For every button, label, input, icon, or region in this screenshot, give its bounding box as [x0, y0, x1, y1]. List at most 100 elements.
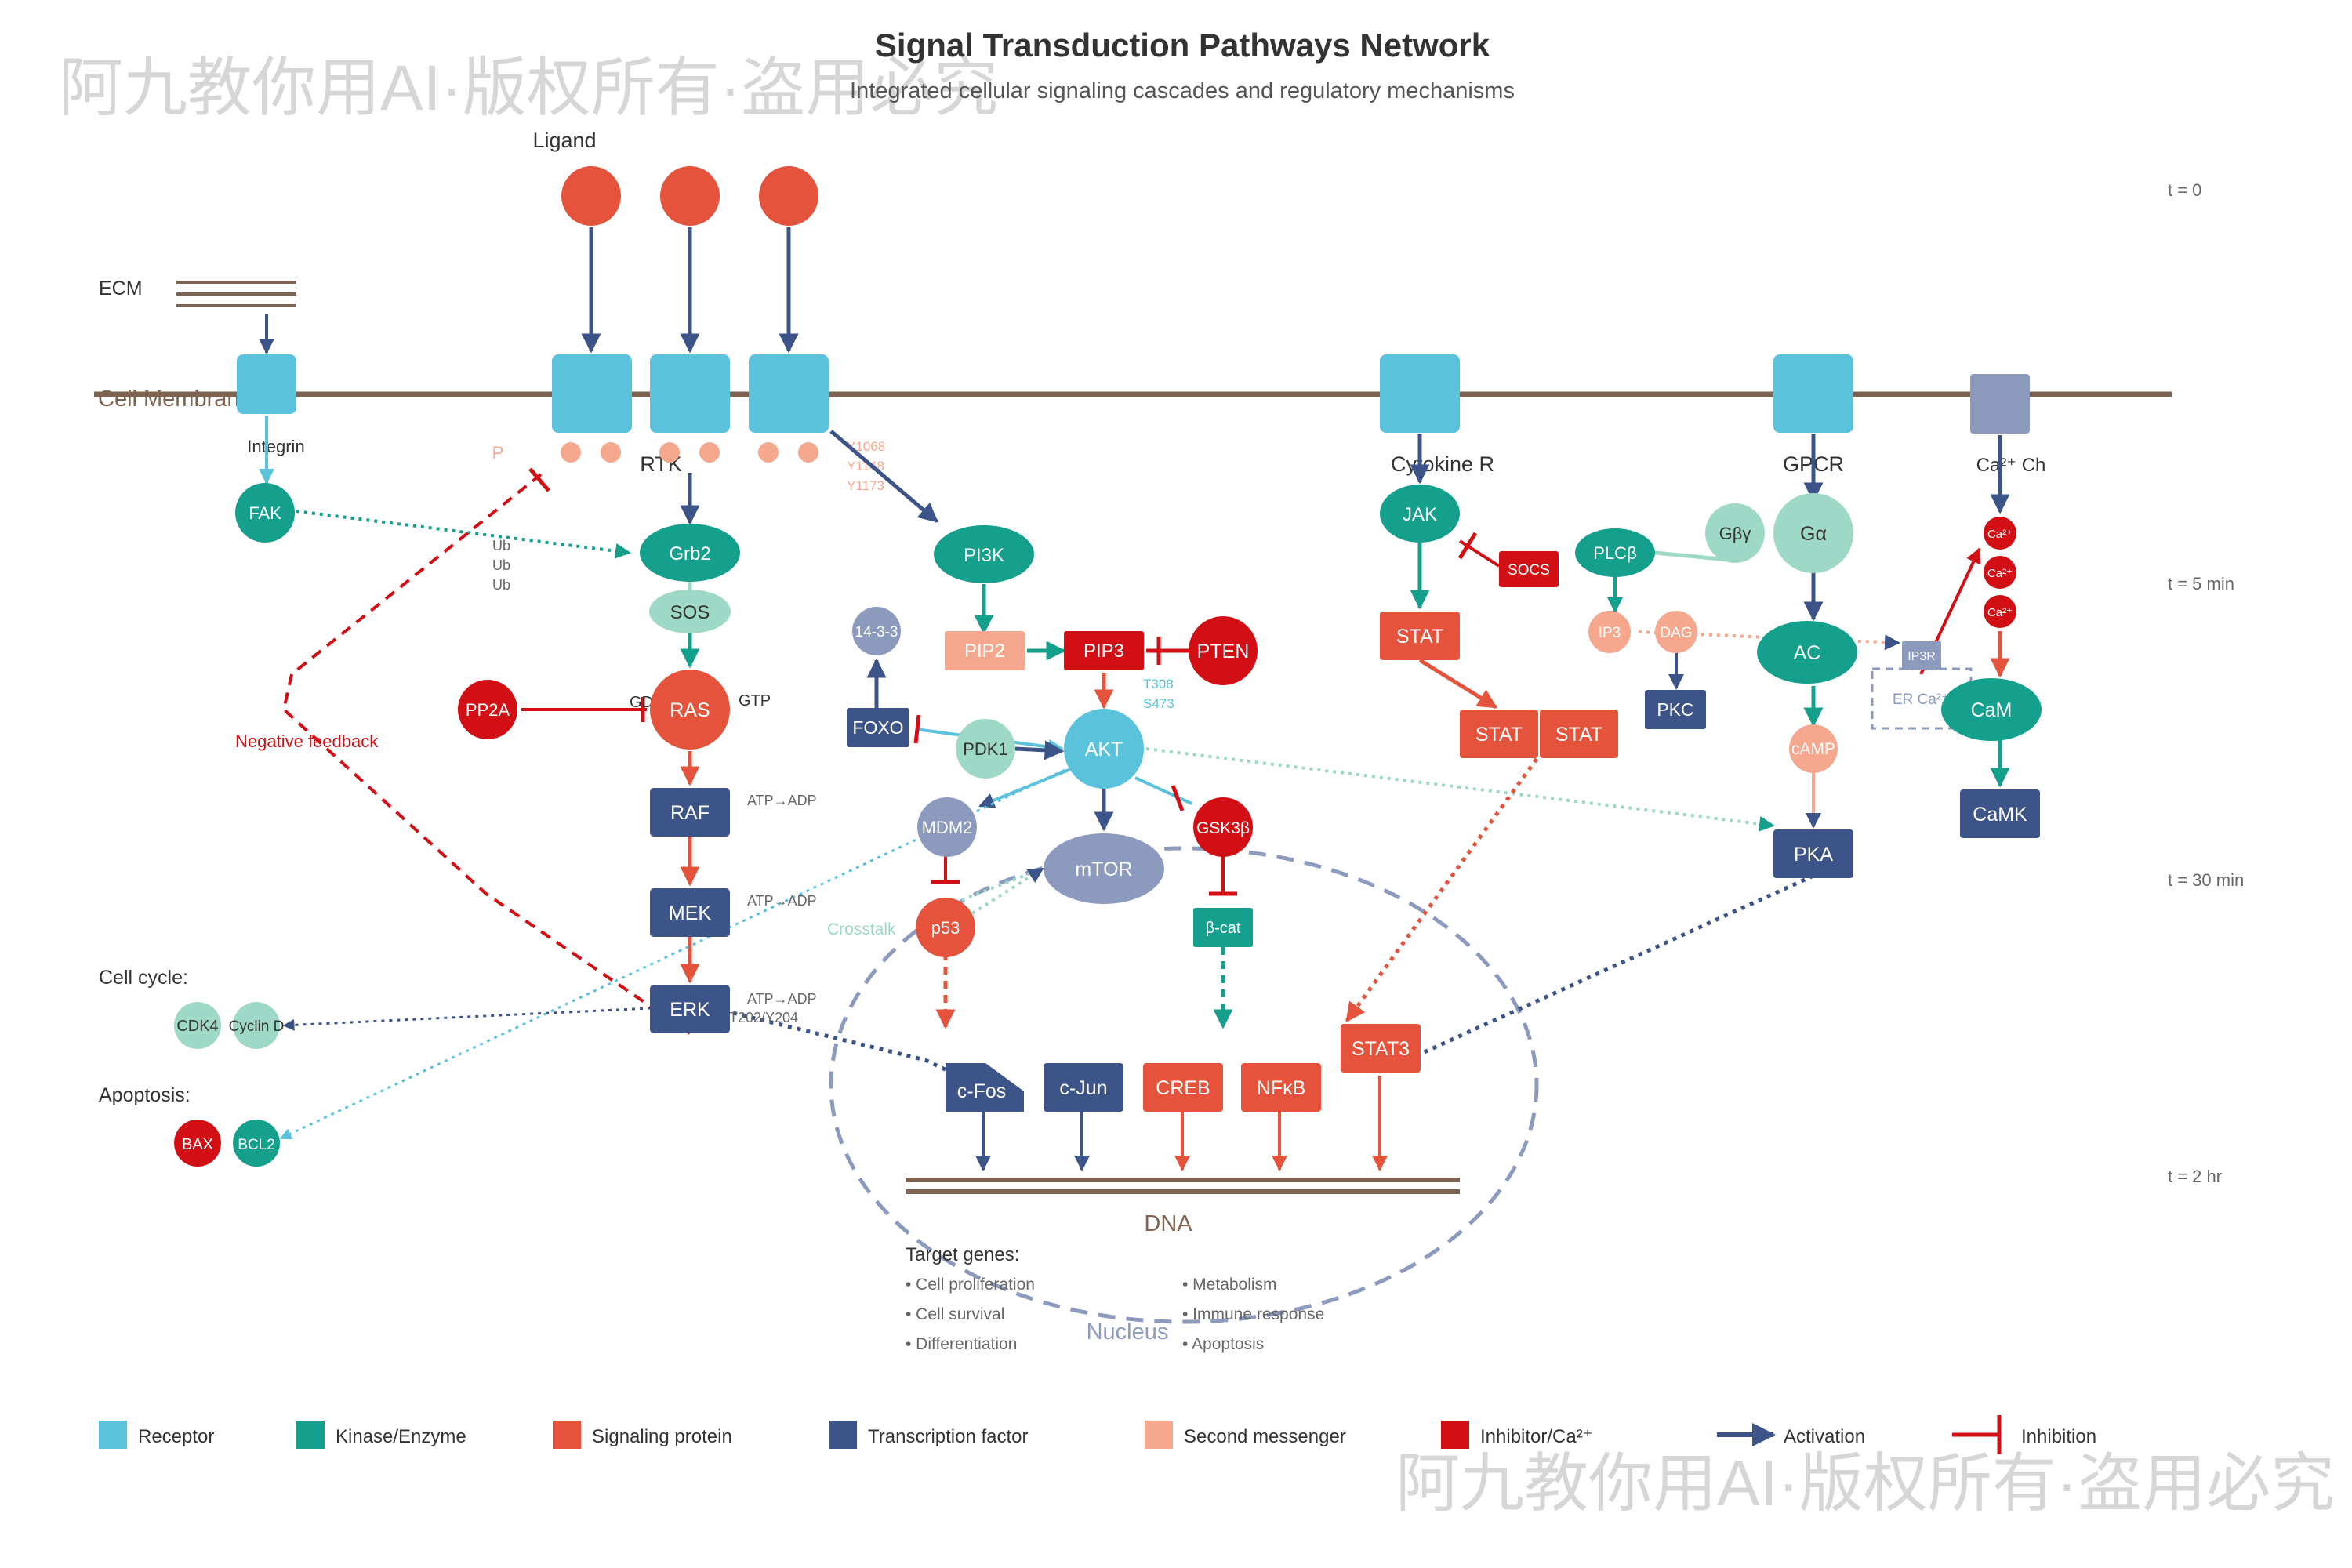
legend-label-inhibition: Inhibition	[2021, 1426, 2096, 1447]
akt-node	[1064, 709, 1144, 789]
mek-node	[650, 888, 730, 937]
t308-label: T308	[1143, 677, 1174, 691]
ligand-circle-2	[660, 166, 720, 226]
pdk1-label: PDK1	[963, 739, 1007, 759]
phospho-p-label: P	[492, 443, 504, 463]
legend-swatch-receptor	[99, 1421, 127, 1449]
grb2-label: Grb2	[669, 543, 710, 564]
pten-label: PTEN	[1197, 641, 1250, 662]
ub-label-3: Ub	[492, 577, 510, 593]
atp-adp-label-2: ATP→ADP	[747, 893, 817, 909]
target-genes-left: • Cell proliferation • Cell survival • D…	[906, 1276, 1035, 1353]
ga-label: Gα	[1800, 523, 1827, 545]
ip3r-node	[1902, 641, 1941, 670]
pi3k-node	[934, 525, 1034, 583]
mek-label: MEK	[669, 902, 712, 924]
cam-label: CaM	[1971, 699, 2013, 721]
p1433-label: 14-3-3	[855, 624, 898, 641]
bax-label: BAX	[182, 1136, 213, 1153]
creb-node	[1143, 1063, 1223, 1112]
legend-label-signaling: Signaling protein	[592, 1426, 732, 1447]
rtk-receptor-3	[749, 354, 829, 433]
socs-label: SOCS	[1508, 562, 1550, 579]
legend-swatch-signaling	[553, 1421, 581, 1449]
negative-feedback-label: Negative feedback	[235, 731, 379, 751]
legend-swatch-second-messenger	[1145, 1421, 1173, 1449]
watermark-bottom: 阿九教你用AI·版权所有·盗用必究	[1396, 1448, 2335, 1519]
ac-node	[1757, 621, 1857, 684]
ligand-circle-3	[759, 166, 818, 226]
pip2-node	[945, 631, 1025, 670]
erk-label: ERK	[670, 999, 710, 1021]
legend-label-second-messenger: Second messenger	[1184, 1426, 1346, 1447]
nfkb-label: NFκB	[1257, 1077, 1306, 1099]
pip3-label: PIP3	[1083, 641, 1124, 662]
target-gene-right-3: • Apoptosis	[1182, 1335, 1264, 1353]
nucleus-boundary	[829, 846, 1539, 1324]
gpcr-receptor	[1773, 354, 1853, 433]
pkc-node	[1645, 690, 1706, 729]
camk-node	[1960, 789, 2040, 838]
time-t30: t = 30 min	[2168, 870, 2244, 890]
cjun-node	[1044, 1063, 1123, 1112]
ac-label: AC	[1794, 642, 1821, 664]
bcat-label: β-cat	[1206, 920, 1241, 937]
time-markers: t = 0 t = 5 min t = 30 min t = 2 hr	[2168, 180, 2244, 1186]
dag-label: DAG	[1660, 625, 1692, 641]
cfos-node	[946, 1063, 1024, 1112]
plc-node	[1575, 528, 1655, 577]
integrin-label: Integrin	[247, 437, 304, 456]
plc-label: PLCβ	[1593, 543, 1636, 563]
integrin-receptor	[237, 354, 296, 414]
ca-ion-2	[1984, 556, 2016, 589]
cyclin-label: Cyclin D	[229, 1018, 285, 1035]
stat-dimer-b-label: STAT	[1555, 724, 1602, 746]
legend-label-inhibitor: Inhibitor/Ca²⁺	[1480, 1426, 1592, 1447]
bcl2-node	[233, 1120, 280, 1167]
p1433-node	[852, 607, 901, 655]
gbg-label: Gβγ	[1719, 524, 1751, 543]
diagram-title: Signal Transduction Pathways Network	[875, 27, 1490, 64]
raf-node	[650, 788, 730, 837]
ca-ion-1	[1984, 517, 2016, 550]
stat-label: STAT	[1396, 626, 1443, 648]
ga-node	[1773, 493, 1853, 573]
target-gene-right-2: • Immune response	[1182, 1305, 1324, 1323]
target-genes-right: • Metabolism • Immune response • Apoptos…	[1182, 1276, 1324, 1353]
gsk3b-node	[1193, 797, 1253, 857]
ubiquitin-labels: Ub Ub Ub	[492, 538, 510, 593]
legend-label-kinase: Kinase/Enzyme	[336, 1426, 466, 1447]
ca-ion-3	[1984, 595, 2016, 628]
pip2-label: PIP2	[964, 641, 1005, 662]
pten-node	[1189, 616, 1258, 685]
cam-node	[1941, 678, 2042, 741]
pdk1-node	[956, 719, 1015, 779]
rtk-receptor-2	[650, 354, 730, 433]
stat3-node	[1341, 1024, 1421, 1073]
fak-node	[235, 483, 295, 543]
foxo-node	[847, 708, 909, 747]
er-ca-label: ER Ca²⁺	[1893, 691, 1949, 708]
cell-membrane-label: Cell Membrane	[98, 387, 252, 412]
creb-label: CREB	[1156, 1077, 1210, 1099]
t202-label: T202/Y204	[729, 1010, 798, 1025]
camp-node	[1789, 724, 1838, 773]
ip3r-label: IP3R	[1907, 650, 1936, 663]
legend: Receptor Kinase/Enzyme Signaling protein…	[99, 1415, 2096, 1454]
target-genes-label: Target genes:	[906, 1244, 1019, 1265]
ras-node	[650, 670, 730, 750]
sos-label: SOS	[670, 602, 710, 623]
s473-label: S473	[1143, 696, 1174, 711]
mtor-label: mTOR	[1075, 858, 1132, 880]
pka-label: PKA	[1794, 844, 1833, 866]
jak-node	[1380, 485, 1460, 543]
dna-label: DNA	[1144, 1211, 1192, 1236]
camp-label: cAMP	[1791, 740, 1835, 758]
nucleus-label: Nucleus	[1087, 1319, 1169, 1345]
bcat-node	[1193, 908, 1253, 947]
ca-ion-1-label: Ca²⁺	[1987, 528, 2013, 541]
gtp-label: GTP	[739, 692, 771, 710]
ecm-lines	[176, 281, 296, 307]
ecm-label: ECM	[99, 278, 143, 299]
